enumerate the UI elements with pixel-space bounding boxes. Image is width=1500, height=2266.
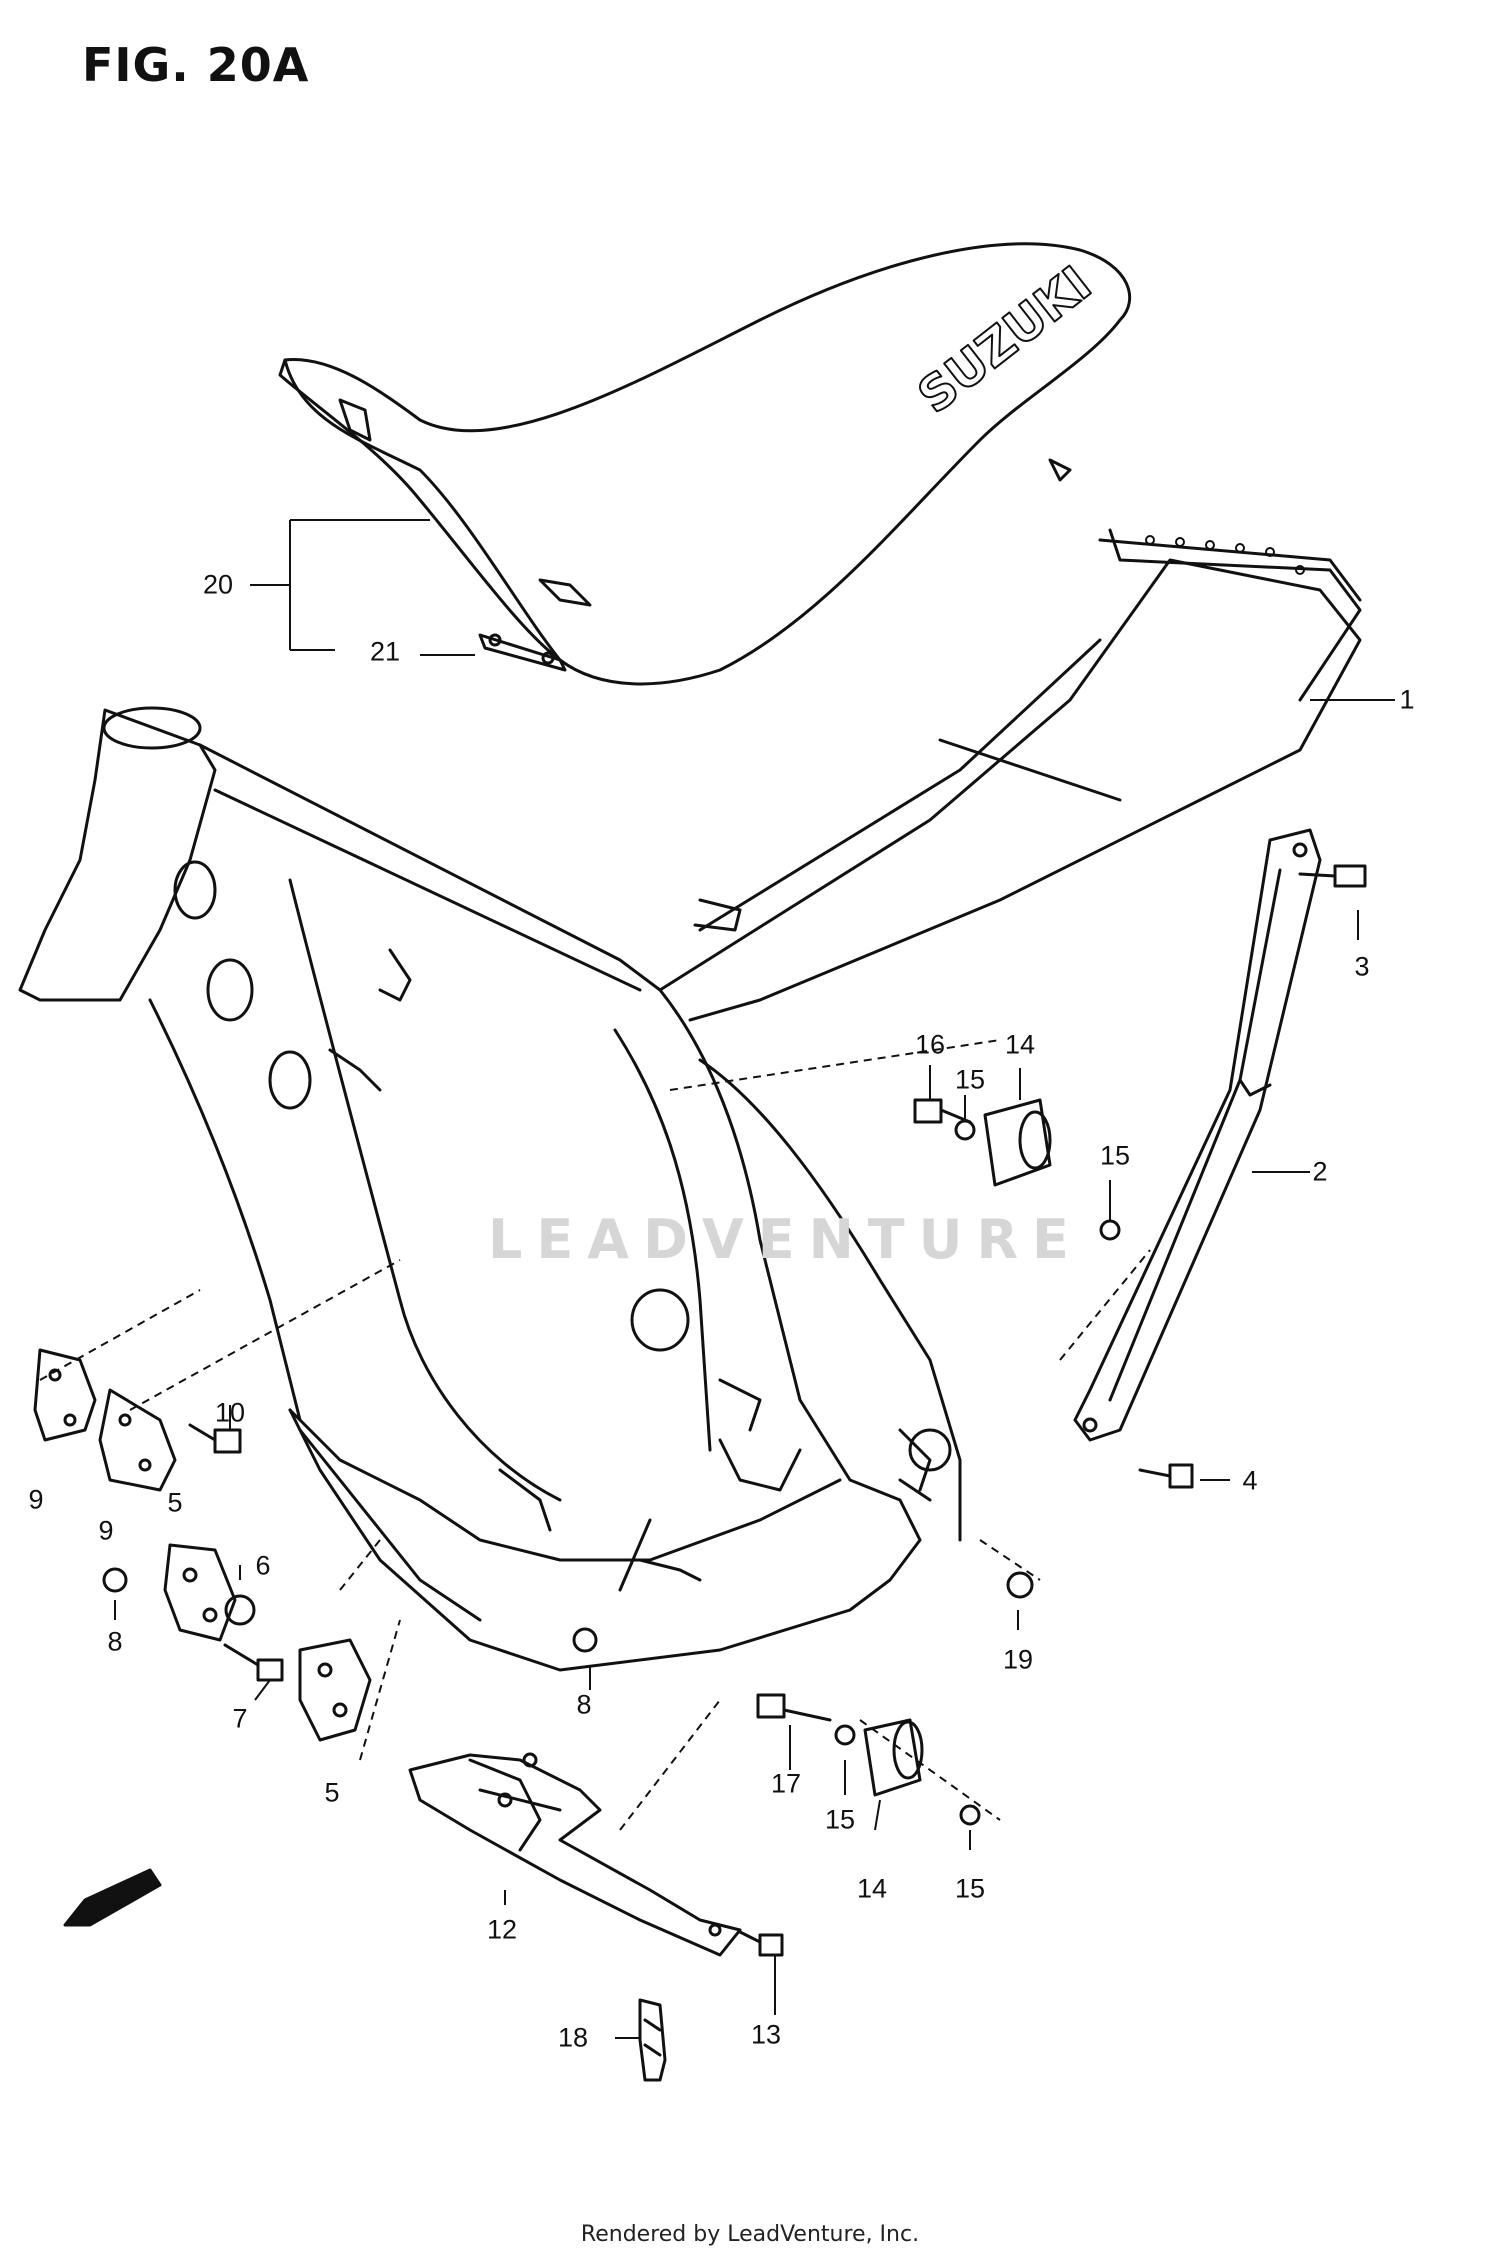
callout-10: 10 bbox=[214, 1397, 246, 1428]
callout-16: 16 bbox=[914, 1029, 946, 1060]
callout-8a: 8 bbox=[107, 1626, 123, 1657]
seat-bracket-part-21 bbox=[478, 633, 567, 672]
washer-part-15c bbox=[834, 1724, 856, 1746]
callout-4: 4 bbox=[1242, 1465, 1258, 1496]
engine-mount-plate-part-5a bbox=[163, 1543, 237, 1642]
render-footer: Rendered by LeadVenture, Inc. bbox=[580, 2222, 920, 2247]
figure-title: FIG. 20A bbox=[82, 38, 310, 92]
watermark: LEADVENTURE bbox=[488, 1208, 1083, 1271]
swingarm-guard-part-12 bbox=[408, 1752, 742, 1957]
callout-leaders bbox=[114, 519, 1395, 2039]
leader-lines bbox=[39, 1039, 1151, 1831]
callout-6: 6 bbox=[255, 1550, 271, 1581]
rubber-mount-part-14a bbox=[983, 1098, 1052, 1187]
callout-21: 21 bbox=[369, 636, 401, 667]
callout-19: 19 bbox=[1002, 1644, 1034, 1675]
front-direction-arrow-icon bbox=[63, 1868, 162, 1927]
rear-frame-stay-part-2 bbox=[1073, 828, 1322, 1442]
bolt-part-10 bbox=[188, 1423, 242, 1454]
washer-part-15a bbox=[954, 1119, 976, 1141]
bolt-part-13 bbox=[738, 1930, 784, 1957]
engine-mount-bracket-part-9a bbox=[33, 1348, 97, 1442]
washer-part-15d bbox=[959, 1804, 981, 1826]
callout-15a: 15 bbox=[1099, 1140, 1131, 1171]
washer-part-15b bbox=[1099, 1219, 1121, 1241]
engine-mount-bracket-part-9b bbox=[98, 1388, 177, 1492]
callout-3: 3 bbox=[1354, 951, 1370, 982]
seat-logo: SUZUKI bbox=[908, 256, 1102, 425]
seat-part-20: SUZUKI bbox=[278, 242, 1131, 686]
callout-20: 20 bbox=[202, 569, 234, 600]
callout-7: 7 bbox=[232, 1703, 248, 1734]
nut-part-8a bbox=[102, 1567, 128, 1593]
callout-8b: 8 bbox=[576, 1689, 592, 1720]
callout-9b: 9 bbox=[98, 1515, 114, 1546]
callout-5b: 5 bbox=[324, 1777, 340, 1808]
bolt-part-7 bbox=[223, 1643, 284, 1682]
callout-17: 17 bbox=[770, 1768, 802, 1799]
bolt-part-3 bbox=[1298, 864, 1367, 888]
callout-15d: 15 bbox=[954, 1873, 986, 1904]
rubber-mount-part-14b bbox=[863, 1718, 924, 1797]
callout-15c: 15 bbox=[824, 1804, 856, 1835]
engine-mount-plate-part-5b bbox=[298, 1638, 372, 1742]
bolt-part-17 bbox=[756, 1693, 832, 1722]
nut-part-8b bbox=[572, 1627, 598, 1653]
callout-18: 18 bbox=[557, 2022, 589, 2053]
callout-14b: 14 bbox=[856, 1873, 888, 1904]
callout-13: 13 bbox=[750, 2019, 782, 2050]
callout-12: 12 bbox=[486, 1914, 518, 1945]
callout-9a: 9 bbox=[28, 1484, 44, 1515]
bolt-part-4 bbox=[1138, 1463, 1194, 1489]
callout-2: 2 bbox=[1312, 1156, 1328, 1187]
callout-5a: 5 bbox=[167, 1487, 183, 1518]
main-frame-part-1 bbox=[18, 528, 1362, 1672]
callout-14a: 14 bbox=[1004, 1029, 1036, 1060]
callout-1: 1 bbox=[1399, 684, 1415, 715]
bolt-part-16 bbox=[913, 1098, 972, 1124]
guard-clip-part-18 bbox=[638, 1998, 667, 2082]
callout-15b: 15 bbox=[954, 1064, 986, 1095]
collar-part-6 bbox=[224, 1594, 256, 1626]
nut-part-19 bbox=[1006, 1571, 1034, 1599]
